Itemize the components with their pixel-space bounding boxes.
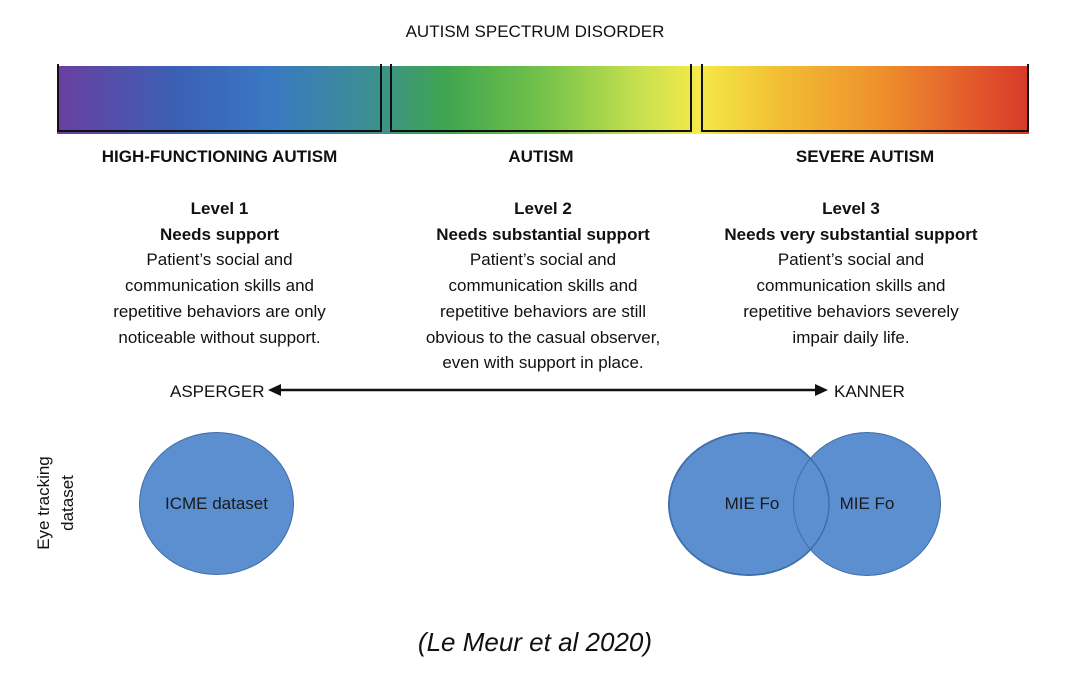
level-2-desc-line: Patient’s social and: [469, 250, 617, 270]
category-heading-severe: SEVERE AUTISM: [795, 147, 935, 166]
level-2-desc-line: obvious to the casual observer,: [425, 327, 661, 347]
level-1-desc-line: repetitive behaviors are only: [113, 301, 326, 321]
mie-fo-label-left: MIE Fo: [724, 494, 780, 513]
level-1-label: Level 1: [190, 199, 249, 218]
level-3-support: Needs very substantial support: [724, 224, 978, 244]
level-1-desc-line: noticeable without support.: [118, 327, 321, 347]
level-2-desc-line: communication skills and: [448, 276, 638, 296]
category-heading-high-functioning: HIGH-FUNCTIONING AUTISM: [101, 147, 338, 166]
spectrum-gradient-bar: [57, 66, 1029, 134]
diagram-title: AUTISM SPECTRUM DISORDER: [405, 22, 665, 41]
segment-bracket-1: [57, 64, 382, 132]
level-1-column: Level 1 Needs support Patient’s social a…: [57, 196, 382, 350]
level-3-desc-line: Patient’s social and: [777, 250, 925, 270]
segment-bracket-3: [701, 64, 1029, 132]
icme-dataset-circle: ICME dataset: [139, 432, 294, 575]
mie-fo-overlap-outline: [668, 432, 830, 576]
icme-dataset-label: ICME dataset: [165, 493, 268, 513]
segment-bracket-2: [390, 64, 692, 132]
level-1-support: Needs support: [159, 224, 280, 244]
asperger-kanner-arrow: [268, 384, 828, 396]
level-3-desc-line: repetitive behaviors severely: [743, 301, 959, 321]
eye-tracking-axis-label: Eye tracking dataset: [32, 433, 80, 573]
level-2-desc-line: repetitive behaviors are still: [440, 301, 646, 321]
citation: (Le Meur et al 2020): [417, 627, 653, 657]
kanner-label: KANNER: [834, 382, 905, 401]
level-2-label: Level 2: [514, 199, 572, 218]
category-heading-autism: AUTISM: [508, 147, 574, 166]
level-3-desc-line: communication skills and: [756, 276, 946, 296]
level-1-desc-line: communication skills and: [125, 276, 314, 296]
axis-label-line: Eye tracking: [34, 456, 53, 550]
level-3-label: Level 3: [822, 199, 880, 218]
level-3-column: Level 3 Needs very substantial support P…: [696, 196, 1006, 350]
axis-label-line: dataset: [58, 475, 77, 531]
level-2-desc-line: even with support in place.: [442, 353, 644, 373]
mie-fo-circle-right: MIE Fo: [793, 432, 941, 576]
level-1-desc-line: Patient’s social and: [146, 250, 293, 270]
asperger-label: ASPERGER: [170, 382, 265, 401]
level-3-desc-line: impair daily life.: [792, 327, 910, 347]
level-2-support: Needs substantial support: [436, 224, 650, 244]
mie-fo-label-right: MIE Fo: [839, 494, 895, 513]
level-2-column: Level 2 Needs substantial support Patien…: [392, 196, 694, 376]
